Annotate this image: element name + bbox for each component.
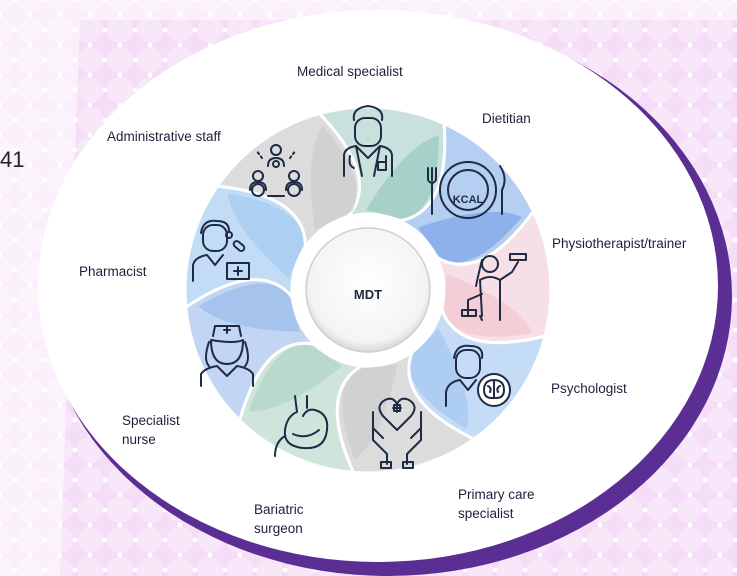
label-administrative-staff: Administrative staff [107, 129, 221, 144]
label-physiotherapist: Physiotherapist/trainer [552, 236, 687, 251]
hands-heart-icon [372, 397, 422, 469]
segment-shade-dietitian [417, 211, 522, 263]
dumbbell-trainer-icon [461, 253, 527, 321]
segment-shade-psychologist [409, 328, 469, 429]
nurse-icon [200, 325, 254, 387]
label-line: Specialist [122, 413, 180, 428]
team-gears-icon [249, 144, 303, 197]
segment-shade-administrative-staff [310, 125, 357, 231]
label-pharmacist: Pharmacist [79, 264, 147, 279]
label-line: Bariatric [254, 502, 304, 517]
pharmacist-icon [192, 219, 250, 282]
label-psychologist: Psychologist [551, 381, 627, 396]
segment-shade-medical-specialist [366, 135, 439, 220]
center-circle [305, 227, 431, 353]
label-line: nurse [122, 432, 156, 447]
segment-shade-physiotherapist [443, 274, 533, 337]
label-line: surgeon [254, 521, 303, 536]
plate-kcal-icon [427, 161, 506, 219]
center-label: MDT [353, 287, 383, 302]
stomach-icon [274, 395, 329, 457]
segment-shade-primary-care [342, 364, 398, 460]
brain-head-icon [445, 344, 511, 407]
kcal-text: KCAL [453, 194, 484, 206]
segment-shade-specialist-nurse [198, 283, 300, 332]
label-line: Primary care [458, 487, 535, 502]
doctor-icon [343, 105, 393, 177]
label-specialist-nurse: Specialist nurse [122, 411, 180, 449]
page-number: 41 [0, 147, 25, 172]
label-primary-care-specialist: Primary care specialist [458, 485, 535, 523]
label-bariatric-surgeon: Bariatric surgeon [254, 500, 304, 538]
label-dietitian: Dietitian [482, 111, 531, 126]
label-medical-specialist: Medical specialist [297, 64, 403, 79]
label-line: specialist [458, 506, 514, 521]
segment-shade-pharmacist [227, 193, 306, 279]
segment-shade-bariatric-surgeon [248, 342, 343, 412]
